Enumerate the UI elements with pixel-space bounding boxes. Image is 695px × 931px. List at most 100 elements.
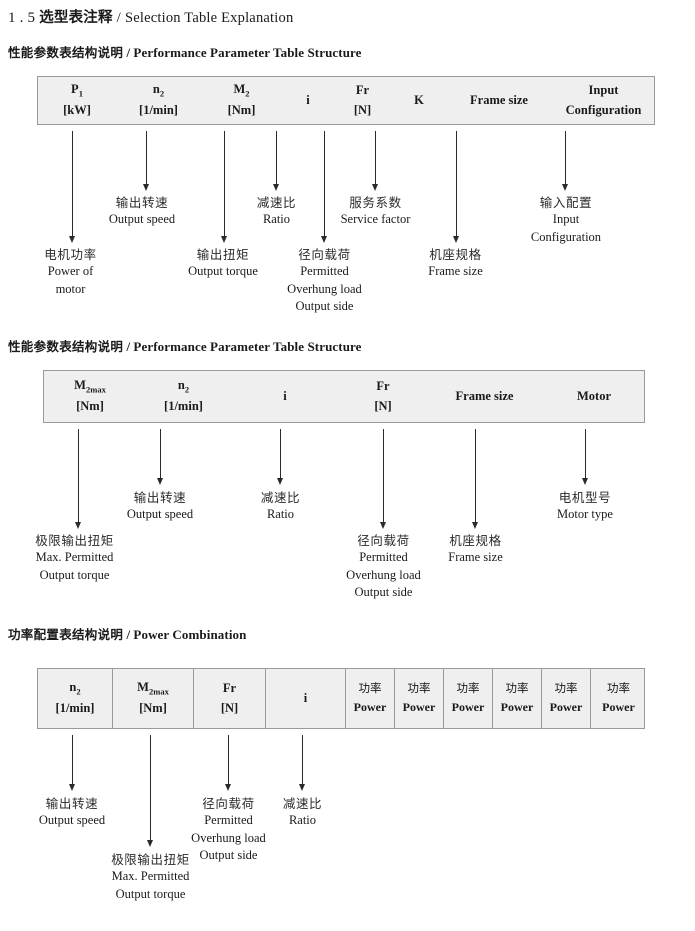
note-power-of-motor-en-1: Power of (47, 264, 94, 279)
arrow-to-output-speed (142, 131, 151, 191)
table-2-header: M2max [Nm] n2 [1/min] i Fr [N] Frame siz… (43, 370, 645, 423)
note-ratio-en-1: Ratio (262, 212, 291, 227)
table-2-col-m2max: M2max [Nm] (44, 371, 136, 422)
note-input-configuration-cn: 输入配置 (539, 195, 593, 210)
section-title-1-cn: 性能参数表结构说明 (8, 45, 124, 60)
note-output-speed-3: 输出转速 Output speed (29, 795, 115, 830)
table-1-col-p1-symbol: P1 (71, 82, 83, 99)
note-power-of-motor-cn: 电机功率 (44, 247, 97, 262)
table-1-header: P1 [kW] n2 [1/min] M2 [Nm] i Fr [N] K Fr… (37, 76, 655, 125)
table-2-col-fr-unit: [N] (374, 398, 392, 413)
table-1-col-k-symbol: K (414, 92, 424, 107)
note-max-permitted-output-torque-cn: 极限输出扭矩 (35, 533, 114, 548)
table-1-col-fr-unit: [N] (353, 102, 372, 117)
note-permitted-overhung-load-2: 径向载荷 Permitted Overhung load Output side (331, 532, 436, 601)
note-permitted-overhung-load-3-en-1: Permitted (204, 813, 253, 828)
note-frame-size-2-cn: 机座规格 (449, 533, 502, 548)
arrow-to-permitted-overhung-load-2 (379, 429, 388, 529)
note-permitted-overhung-load-2-cn: 径向载荷 (357, 533, 410, 548)
note-max-permitted-output-torque-3-cn: 极限输出扭矩 (111, 852, 190, 867)
note-ratio-3-en-1: Ratio (288, 813, 317, 828)
table-3-col-i: i (266, 669, 346, 728)
table-3-col-m2max: M2max [Nm] (113, 669, 194, 728)
table-1-col-fr-symbol: Fr (355, 83, 370, 98)
table-3-col-power-4: 功率 Power (493, 669, 542, 728)
arrow-to-max-permitted-output-torque-3 (146, 735, 155, 847)
note-frame-size-cn: 机座规格 (429, 247, 482, 262)
note-permitted-overhung-load-2-en-3: Output side (354, 584, 413, 599)
note-permitted-overhung-load-en-2: Overhung load (287, 281, 362, 296)
note-max-permitted-output-torque: 极限输出扭矩 Max. Permitted Output torque (18, 532, 131, 584)
table-1-col-frame-size: Frame size (447, 77, 551, 124)
section-title-1: 性能参数表结构说明 / Performance Parameter Table … (8, 42, 362, 61)
arrow-to-output-speed-3 (68, 735, 77, 791)
arrow-to-permitted-overhung-load (320, 131, 329, 243)
note-max-permitted-output-torque-3: 极限输出扭矩 Max. Permitted Output torque (94, 851, 207, 903)
table-2-col-i-symbol: i (283, 388, 287, 403)
table-3-col-m2max-symbol: M2max (137, 680, 169, 697)
note-output-speed-2-en-1: Output speed (126, 507, 194, 522)
note-motor-type-en-1: Motor type (557, 507, 613, 522)
note-permitted-overhung-load-3-cn: 径向载荷 (202, 796, 255, 811)
note-power-of-motor: 电机功率 Power of motor (23, 246, 118, 298)
table-2-col-fr-symbol: Fr (376, 379, 390, 394)
section-title-3-separator: / (126, 627, 131, 642)
arrow-to-output-torque (220, 131, 229, 243)
note-permitted-overhung-load-cn: 径向载荷 (298, 247, 351, 262)
table-3-header: n2 [1/min] M2max [Nm] Fr [N] i 功率 Power … (37, 668, 645, 729)
note-frame-size-2: 机座规格 Frame size (430, 532, 521, 567)
table-3-col-power-6: 功率 Power (591, 669, 646, 728)
note-motor-type-cn: 电机型号 (558, 490, 612, 505)
arrow-to-service-factor (371, 131, 380, 191)
section-title-3-en: Power Combination (133, 627, 247, 642)
table-1-col-frame-size-symbol: Frame size (470, 92, 528, 107)
note-output-torque-cn: 输出扭矩 (196, 247, 250, 262)
note-ratio-2-cn: 减速比 (260, 490, 301, 505)
table-1-col-n2-unit: [1/min] (139, 103, 178, 118)
table-3-col-power-2-cn: 功率 (407, 681, 431, 696)
note-permitted-overhung-load-3-en-2: Overhung load (191, 830, 266, 845)
arrow-to-power-of-motor (68, 131, 77, 243)
table-1-col-n2: n2 [1/min] (116, 77, 201, 124)
table-2-col-m2max-unit: [Nm] (76, 399, 104, 414)
note-permitted-overhung-load: 径向载荷 Permitted Overhung load Output side (272, 246, 377, 315)
page-title-cn: 选型表注释 (39, 10, 113, 26)
note-permitted-overhung-load-en-1: Permitted (300, 264, 349, 279)
table-3-col-power-4-cn: 功率 (505, 681, 529, 696)
section-title-2-en: Performance Parameter Table Structure (133, 339, 362, 354)
note-frame-size: 机座规格 Frame size (410, 246, 501, 281)
note-ratio-3-cn: 减速比 (282, 796, 323, 811)
note-permitted-overhung-load-2-en-1: Permitted (359, 550, 408, 565)
table-3-col-n2-unit: [1/min] (55, 701, 95, 716)
table-3-col-m2max-unit: [Nm] (139, 701, 167, 716)
table-1-col-m2-unit: [Nm] (227, 103, 256, 118)
arrow-to-ratio-3 (298, 735, 307, 791)
table-1-col-p1-unit: [kW] (63, 103, 91, 118)
table-2-col-i: i (231, 371, 339, 422)
note-permitted-overhung-load-2-en-2: Overhung load (346, 567, 421, 582)
table-2-col-frame-size: Frame size (427, 371, 542, 422)
table-2-col-fr: Fr [N] (339, 371, 427, 422)
note-output-speed: 输出转速 Output speed (99, 194, 185, 229)
table-3-col-power-4-label: Power (500, 700, 534, 715)
table-3-col-power-2: 功率 Power (395, 669, 444, 728)
note-service-factor-cn: 服务系数 (349, 195, 402, 210)
section-title-1-en: Performance Parameter Table Structure (133, 45, 362, 60)
note-input-configuration-en-1: Input (552, 212, 580, 227)
section-title-1-separator: / (126, 45, 131, 60)
table-3-col-power-1-label: Power (353, 700, 387, 715)
table-1-col-n2-symbol: n2 (152, 82, 165, 99)
section-title-2-cn: 性能参数表结构说明 (8, 339, 124, 354)
table-3-col-n2-symbol: n2 (69, 680, 81, 697)
table-3-col-power-1: 功率 Power (346, 669, 395, 728)
note-input-configuration-en-2: Configuration (530, 229, 602, 244)
table-3-col-power-2-label: Power (402, 700, 436, 715)
note-max-permitted-output-torque-en-1: Max. Permitted (35, 550, 114, 565)
table-1-col-input-configuration-symbol: Input (588, 83, 619, 98)
note-service-factor: 服务系数 Service factor (328, 194, 423, 229)
table-3-col-power-3-cn: 功率 (456, 681, 480, 696)
note-motor-type: 电机型号 Motor type (542, 489, 628, 524)
table-3-col-power-3: 功率 Power (444, 669, 493, 728)
arrow-to-permitted-overhung-load-3 (224, 735, 233, 791)
table-1-col-k: K (391, 77, 447, 124)
